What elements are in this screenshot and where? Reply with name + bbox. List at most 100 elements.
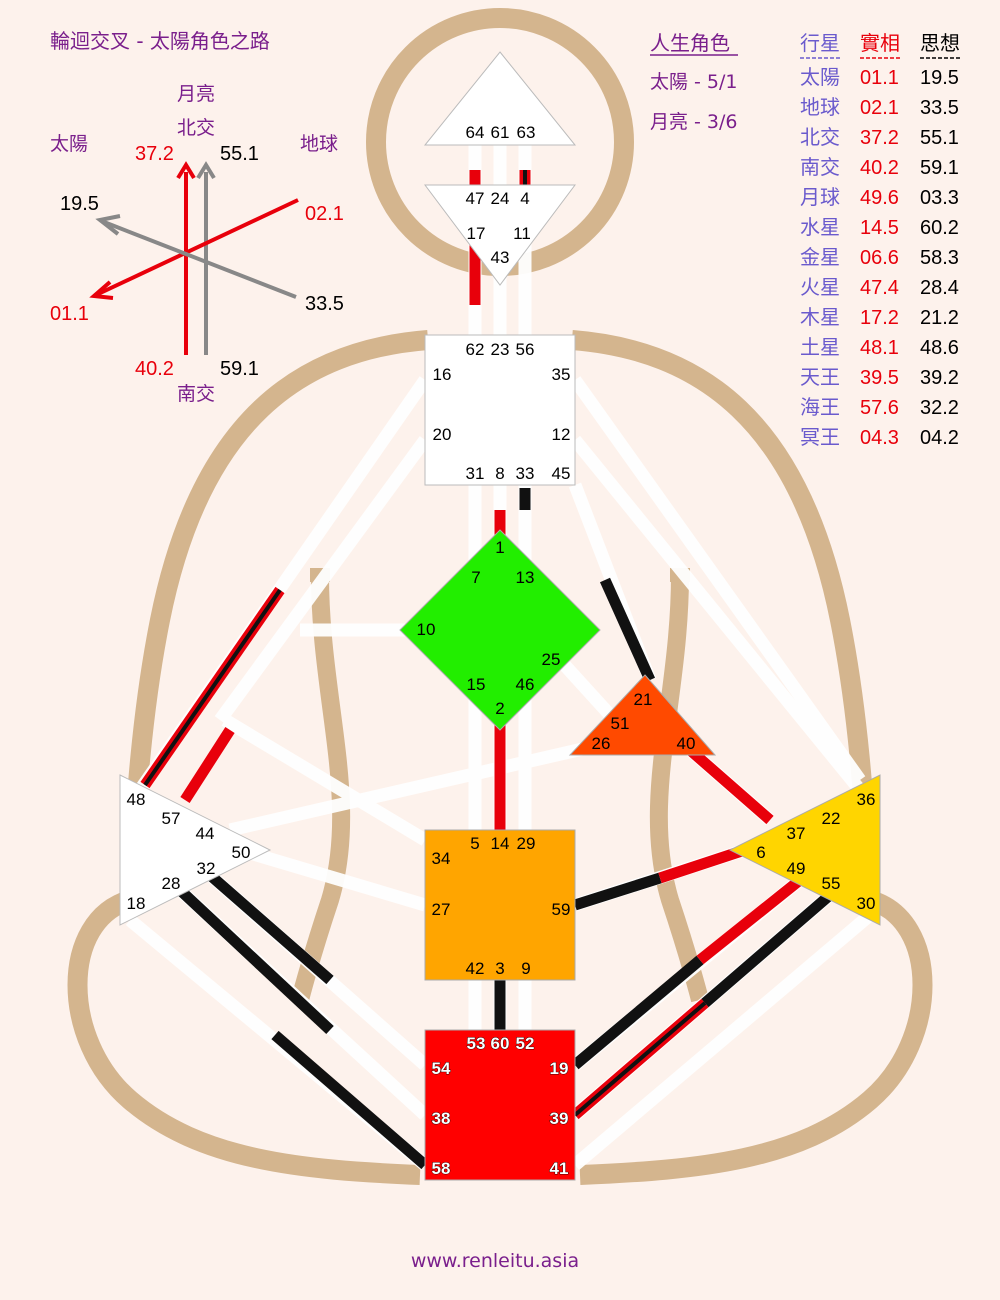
head-center [423,51,577,146]
gate-label: 59 [552,900,571,919]
g-center [399,529,601,731]
design-gate-value: 37.2 [860,127,899,149]
personality-gate-value: 55.1 [920,127,959,149]
gate-label: 48 [127,790,146,809]
head-gates: 64 61 63 [466,123,536,142]
gate-label: 4 [520,189,529,208]
gate-label: 9 [521,959,530,978]
gate-label: 23 [491,340,510,359]
gate-label: 26 [592,734,611,753]
gate-label: 55 [822,874,841,893]
gate-label: 16 [433,365,452,384]
moon-label: 月亮 [177,83,215,105]
gate-label: 29 [517,834,536,853]
personality-gate-value: 39.2 [920,367,959,389]
gate-label: 5 [470,834,479,853]
gate-label: 58 [432,1159,451,1178]
gate-label: 34 [432,849,451,868]
gate-label: 52 [516,1034,535,1053]
gate-label: 11 [513,224,531,243]
solar-plexus-gates: 36 22 37 6 49 55 30 [756,790,875,913]
gate-label: 64 [466,123,485,142]
ajna-gates: 47 24 4 17 11 43 [466,189,531,267]
personality-gate-value: 60.2 [920,217,959,239]
throat-gates: 62 23 56 16 35 20 12 31 8 33 45 [433,340,571,483]
incarnation-cross: 輪迴交叉 - 太陽角色之路 月亮 北交 太陽 地球 37.2 55.1 19.5… [50,29,344,405]
profile-moon: 月亮 - 3/6 [650,111,738,133]
earth-label: 地球 [300,133,338,155]
personality-gate-value: 19.5 [920,67,959,89]
design-gate-value: 04.3 [860,427,899,449]
gate-label: 12 [552,425,571,444]
gate-label: 56 [516,340,535,359]
spleen-center [119,774,272,926]
gate-label: 45 [552,464,571,483]
planet-name: 地球 [800,95,840,119]
design-gate-value: 17.2 [860,307,899,329]
design-gate-value: 39.5 [860,367,899,389]
gate-label: 28 [162,874,181,893]
gate-label: 36 [857,790,876,809]
table-header-design: 實相 [860,31,900,55]
gate-label: 57 [162,809,181,828]
gate-label: 39 [550,1109,569,1128]
gate-label: 51 [611,714,630,733]
gate-label: 40 [677,734,696,753]
planet-name: 北交 [800,125,840,149]
design-gate-value: 49.6 [860,187,899,209]
table-header-personality: 思想 [920,31,960,55]
design-gate-value: 40.2 [860,157,899,179]
gate-label: 19 [550,1059,569,1078]
planet-name: 天王 [800,365,840,389]
sacral-gates: 5 14 29 34 27 59 42 3 9 [432,834,571,978]
planet-name: 火星 [800,275,840,299]
gate-label: 47 [466,189,485,208]
earth-design-value: 02.1 [305,203,344,225]
gate-label: 62 [466,340,485,359]
planet-name: 月球 [800,185,840,209]
planet-name: 金星 [800,245,840,269]
personality-gate-value: 21.2 [920,307,959,329]
gate-label: 33 [516,464,535,483]
gate-label: 41 [550,1159,569,1178]
design-gate-value: 01.1 [860,67,899,89]
sun-design-value: 01.1 [50,303,89,325]
north-node-label: 北交 [177,117,215,139]
gate-label: 53 [467,1034,486,1053]
gate-label: 15 [467,675,486,694]
gate-label: 6 [756,843,765,862]
earth-personality-value: 33.5 [305,293,344,315]
south-design-value: 40.2 [135,358,174,380]
planet-name: 木星 [800,305,840,329]
profile-title: 人生角色 [650,31,730,55]
gate-label: 8 [495,464,504,483]
cross-title: 輪迴交叉 - 太陽角色之路 [50,29,270,53]
gate-label: 10 [417,620,436,639]
planet-name: 土星 [800,335,840,359]
g-gates: 1 7 13 10 25 15 46 2 [417,538,561,718]
gate-label: 37 [787,824,806,843]
gate-label: 22 [822,809,841,828]
gate-label: 38 [432,1109,451,1128]
personality-gate-value: 28.4 [920,277,959,299]
gate-label: 61 [491,123,510,142]
gate-label: 44 [196,824,215,843]
planet-name: 南交 [800,155,840,179]
personality-gate-value: 59.1 [920,157,959,179]
gate-label: 42 [466,959,485,978]
design-gate-value: 48.1 [860,337,899,359]
gate-label: 20 [433,425,452,444]
gate-label: 13 [516,568,535,587]
design-gate-value: 06.6 [860,247,899,269]
personality-gate-value: 48.6 [920,337,959,359]
gate-label: 43 [491,248,510,267]
cross-arrows [89,161,299,355]
sun-label: 太陽 [50,133,88,155]
gate-label: 27 [432,900,451,919]
gate-label: 49 [787,859,806,878]
planet-name: 冥王 [800,425,840,449]
design-gate-value: 47.4 [860,277,899,299]
solar-plexus-center [728,774,881,926]
planet-name: 水星 [800,215,840,239]
